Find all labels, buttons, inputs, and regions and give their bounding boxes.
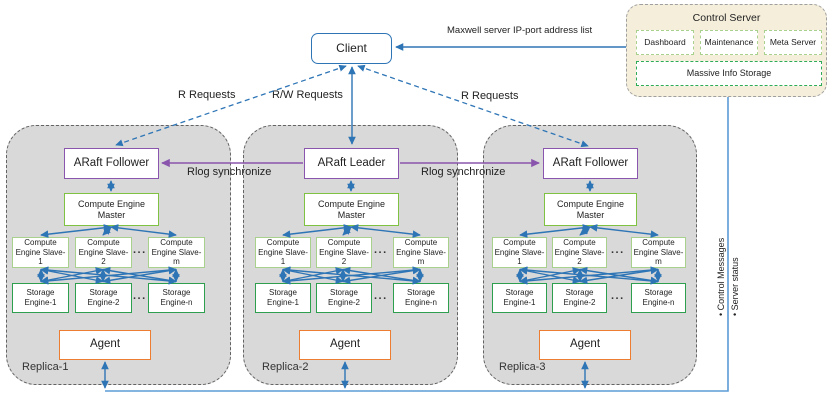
replica-3-araft-follower: ARaft Follower [543,148,638,179]
replica-3-compute-slave-1: Compute Engine Slave-1 [492,237,547,268]
replica-2-storage-engine-n: Storage Engine-n [393,283,449,313]
storage-label: Storage Engine-2 [563,288,596,307]
replica-3-storage-ellipsis: ... [611,290,625,302]
slave-label: Compute Engine Slave-2 [319,238,369,267]
replica-1-compute-slave-m: Compute Engine Slave-m [148,237,205,268]
replica-1-compute-slave-1: Compute Engine Slave-1 [12,237,69,268]
replica-2-name: Replica-2 [262,361,309,373]
storage-label: Storage Engine-n [642,288,675,307]
control-server-massive-info-storage: Massive Info Storage [636,61,822,86]
replica-1-storage-engine-1: Storage Engine-1 [12,283,69,313]
slave-label: Compute Engine Slave-m [633,238,684,267]
master-label: Compute Engine Master [556,198,625,220]
slave-label: Compute Engine Slave-m [396,238,446,267]
storage-label: Storage Engine-n [160,288,193,307]
slave-label: Compute Engine Slave-1 [258,238,308,267]
slave-label: Compute Engine Slave-m [151,238,202,267]
replica-3-compute-slave-2: Compute Engine Slave-2 [552,237,607,268]
master-label: Compute Engine Master [317,198,386,220]
replica-1-storage-engine-2: Storage Engine-2 [75,283,132,313]
storage-label: Storage Engine-2 [87,288,120,307]
replica-1-compute-master: Compute Engine Master [64,193,159,226]
replica-3-slave-ellipsis: ... [611,244,625,256]
meta-server-label: Meta Server [769,37,817,48]
replica-3-compute-master: Compute Engine Master [544,193,637,226]
agent-label: Agent [89,338,121,351]
replica-2-slave-ellipsis: ... [374,244,388,256]
replica-1-compute-slave-2: Compute Engine Slave-2 [75,237,132,268]
araft-label: ARaft Follower [73,156,150,169]
master-label: Compute Engine Master [77,198,146,220]
replica-3-storage-engine-n: Storage Engine-n [631,283,686,313]
replica-2-araft-leader: ARaft Leader [304,148,399,179]
r-requests-left-label: R Requests [178,89,236,101]
control-server-module-meta-server: Meta Server [764,30,822,55]
rlog-synchronize-right-label: Rlog synchronize [421,166,506,178]
replica-1-storage-ellipsis: ... [133,290,147,302]
control-server-module-maintenance: Maintenance [700,30,758,55]
replica-3-name: Replica-3 [499,361,546,373]
replica-3-storage-engine-1: Storage Engine-1 [492,283,547,313]
rw-requests-label: R/W Requests [272,89,343,101]
maxwell-arrow-label: Maxwell server IP-port address list [447,25,593,36]
replica-3-storage-engine-2: Storage Engine-2 [552,283,607,313]
control-messages-label: Control Messages [715,196,727,316]
replica-3-agent: Agent [539,330,631,360]
storage-label: Storage Engine-1 [503,288,536,307]
client-node: Client [311,33,392,64]
slave-label: Compute Engine Slave-1 [15,238,66,267]
agent-label: Agent [569,338,601,351]
storage-label: Storage Engine-2 [327,288,361,307]
replica-1-name: Replica-1 [22,361,69,373]
replica-2-compute-slave-1: Compute Engine Slave-1 [255,237,311,268]
replica-1-araft-follower: ARaft Follower [64,148,159,179]
storage-label: Storage Engine-1 [24,288,57,307]
rlog-synchronize-left-label: Rlog synchronize [187,166,272,178]
r-requests-right-label: R Requests [461,90,519,102]
control-bus-legend: Control Messages Server status [715,196,741,316]
replica-2-storage-engine-1: Storage Engine-1 [255,283,311,313]
replica-2-compute-slave-2: Compute Engine Slave-2 [316,237,372,268]
replica-2-agent: Agent [299,330,391,360]
replica-1-slave-ellipsis: ... [133,244,147,256]
client-label: Client [336,41,367,56]
replica-1-agent: Agent [59,330,151,360]
server-status-label: Server status [729,196,741,316]
araft-label: ARaft Follower [552,156,629,169]
maintenance-label: Maintenance [704,37,754,48]
replica-2-storage-ellipsis: ... [374,290,388,302]
agent-label: Agent [329,338,361,351]
replica-3-compute-slave-m: Compute Engine Slave-m [631,237,686,268]
massive-info-storage-label: Massive Info Storage [686,68,772,79]
replica-2-storage-engine-2: Storage Engine-2 [316,283,372,313]
araft-label: ARaft Leader [317,156,386,169]
slave-label: Compute Engine Slave-2 [554,238,605,267]
slave-label: Compute Engine Slave-1 [494,238,545,267]
control-server-module-dashboard: Dashboard [636,30,694,55]
replica-2-compute-master: Compute Engine Master [304,193,399,226]
control-server: Control Server Dashboard Maintenance Met… [626,4,827,97]
slave-label: Compute Engine Slave-2 [78,238,129,267]
replica-1-storage-engine-n: Storage Engine-n [148,283,205,313]
storage-label: Storage Engine-n [404,288,438,307]
dashboard-label: Dashboard [644,37,686,48]
storage-label: Storage Engine-1 [266,288,300,307]
replica-2-compute-slave-m: Compute Engine Slave-m [393,237,449,268]
control-server-title: Control Server [692,12,761,24]
